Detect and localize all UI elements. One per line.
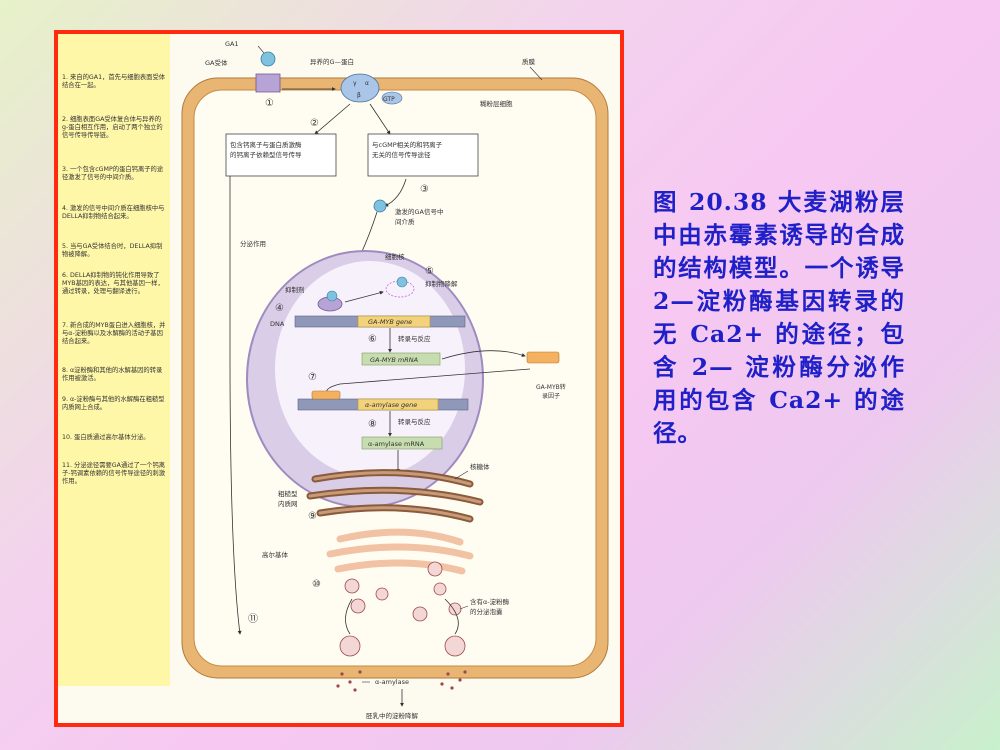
repressor-label: 抑制剂	[285, 285, 305, 294]
note-3: 3. 一个包含cGMP的蛋白钙离子的途径激发了信号的中间介质。	[62, 166, 164, 182]
ga-myb-transcription-factor	[526, 351, 560, 364]
ga-receptor-label: GA受体	[205, 58, 228, 67]
vesicle-line1: 含有α-淀粉酶	[470, 597, 510, 606]
endosperm-label: 胚乳中的淀粉降解	[366, 711, 419, 720]
note-2: 2. 细胞表面GA受体复合体与异养的g-蛋白相互作用，启动了两个独立的信号传导传…	[62, 116, 163, 140]
ga-signaling-diagram: GA1 GA受体 异养的G—蛋白 质膜 γ α β GTP 糊粉层细胞 ① ② …	[181, 40, 609, 720]
ga-myb-mrna	[361, 352, 441, 366]
step-notes-panel	[58, 34, 170, 686]
beta-label: β	[357, 92, 361, 99]
calcium-pathway-line1: 包含钙离子与蛋白质激酶	[230, 140, 302, 149]
note-1: 1. 来自的GA1，首先与细胞表面受体结合在一起。	[62, 74, 166, 90]
dna-label: DNA	[270, 320, 285, 328]
degraded-repressor	[385, 280, 415, 298]
figure-caption: 图 20.38 大麦湖粉层中由赤霉素诱导的合成的结构模型。一个诱导 2—淀粉酶基…	[653, 188, 905, 447]
step-1-marker: ①	[265, 98, 274, 109]
vesicle-line2: 的分泌泡囊	[470, 607, 503, 616]
step-11-marker: ⑪	[248, 613, 258, 625]
ga-myb-tf-line1: GA-MYB转	[536, 383, 566, 391]
alpha-amylase-mrna	[361, 436, 443, 450]
cgmp-pathway-box	[367, 133, 479, 177]
step-7-marker: ⑦	[308, 372, 317, 383]
ga-myb-mrna-label: GA-MYB mRNA	[370, 356, 418, 364]
ga1-molecule	[260, 51, 276, 67]
step-10-marker: ⑩	[312, 579, 321, 590]
note-7: 7. 新合成的MYB蛋白进入细胞核，并与α-淀粉酶以及水解酶的活动子基因结合起来…	[62, 322, 166, 346]
note-8: 8. α淀粉酶和其他的水解基因的转录作用被激活。	[62, 367, 163, 383]
rer-line2: 内质网	[278, 499, 298, 508]
gtp-molecule	[381, 91, 403, 105]
activated-signal-intermediate	[373, 199, 387, 213]
note-10: 10. 蛋白质通过高尔基体分泌。	[62, 434, 150, 441]
step-6-marker: ⑥	[368, 334, 377, 345]
membrane-label: 质膜	[522, 57, 536, 66]
bound-ga-myb-factor	[311, 390, 341, 400]
secretion-path	[229, 176, 242, 635]
repressor-degraded-label: 抑制物降解	[425, 279, 458, 288]
note-6: 6. DELLA抑制物的钝化作用导致了MYB基因的表达，与其他基因一样，通过转录…	[62, 272, 164, 296]
transcription-label-1: 转录与反应	[398, 334, 431, 343]
cgmp-pathway-line1: 与cGMP相关的和钙离子	[372, 140, 443, 149]
g-protein	[340, 73, 380, 103]
step-2-marker: ②	[310, 118, 319, 129]
ga-myb-gene	[357, 315, 431, 328]
activated-signal-line2: 间介质	[395, 217, 415, 226]
step-3-marker: ③	[420, 184, 429, 195]
note-11: 11. 分泌途径需要GA通过了一个钙离子-钙调素依赖的信号传导途径的刺激作用。	[62, 462, 166, 486]
gamma-label: γ	[353, 80, 357, 87]
note-5: 5. 当与GA受体结合时，DELLA抑制物被降解。	[62, 243, 163, 259]
ga-myb-gene-label: GA-MYB gene	[368, 318, 412, 326]
note-9: 9. α-淀粉酶与其他的水解酶在粗糙型内质网上合成。	[62, 396, 165, 412]
secretion-label: 分泌作用	[240, 239, 266, 248]
rough-er	[306, 469, 484, 523]
golgi-label: 高尔基体	[262, 550, 289, 559]
secretory-vesicles	[344, 561, 462, 622]
ga-receptor	[255, 73, 281, 93]
step-9-marker: ⑨	[308, 511, 317, 522]
calcium-pathway-line2: 的钙离子依赖型信号传导	[230, 150, 302, 159]
g-protein-label: 异养的G—蛋白	[310, 57, 354, 66]
released-amylase-dots	[336, 670, 467, 692]
golgi-apparatus	[326, 528, 474, 575]
alpha-label: α	[365, 80, 369, 87]
transcription-label-2: 转录与反应	[398, 417, 431, 426]
gtp-label: GTP	[383, 96, 395, 103]
step-8-marker: ⑧	[368, 419, 377, 430]
amylase-gene-label: α-amylase gene	[365, 401, 417, 409]
nucleus-label: 细胞核	[385, 252, 405, 261]
alpha-amylase-gene	[357, 398, 439, 411]
note-4: 4. 激发的信号中间介质在细胞核中与DELLA抑制物结合起来。	[62, 205, 165, 221]
rer-line1: 粗糙型	[278, 489, 298, 498]
ga1-label: GA1	[225, 40, 239, 48]
activated-signal-line1: 激发的GA信号中	[395, 207, 443, 216]
ga-myb-tf-line2: 录因子	[542, 392, 560, 400]
aleurone-cell-label: 糊粉层细胞	[480, 99, 513, 108]
amylase-mrna-label: α-amylase mRNA	[368, 440, 425, 448]
amylase-out-label: α-amylase	[375, 678, 409, 686]
ribosome-label: 核糖体	[470, 462, 490, 471]
exocytosis-sites	[339, 635, 466, 657]
step-4-marker: ④	[275, 303, 284, 314]
step-5-marker: ⑤	[425, 266, 434, 277]
calcium-pathway-box	[225, 133, 337, 177]
cgmp-pathway-line2: 无关的信号传导途径	[372, 150, 431, 159]
